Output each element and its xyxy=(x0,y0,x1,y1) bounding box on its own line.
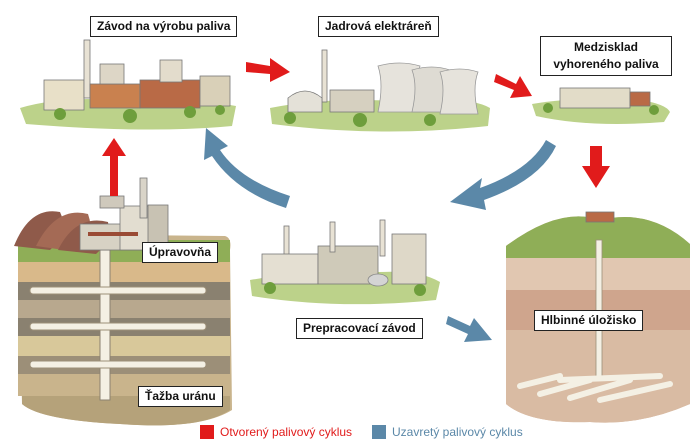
closed-cycle-arrow-reprocessing-to-fuel-plant xyxy=(204,128,290,208)
label-processing: Úpravovňa xyxy=(142,242,219,263)
nuclear-plant-illustration xyxy=(270,49,490,132)
label-fuel-plant: Závod na výrobu paliva xyxy=(90,16,238,37)
legend-closed-swatch xyxy=(372,425,386,439)
label-interim-storage: Medzisklad vyhoreného paliva xyxy=(540,36,672,76)
open-cycle-arrow-storage-to-repository xyxy=(582,146,610,188)
uranium-mine-illustration xyxy=(14,177,232,426)
legend-open-swatch xyxy=(200,425,214,439)
interim-storage-illustration xyxy=(532,87,670,124)
closed-cycle-arrow-reprocessing-to-repository xyxy=(446,316,492,342)
label-repository: Hlbinné úložisko xyxy=(534,310,644,331)
label-reprocessing: Prepracovací závod xyxy=(296,318,423,339)
closed-cycle-arrow-storage-to-reprocessing xyxy=(450,140,556,210)
reprocessing-plant-illustration xyxy=(250,219,440,305)
open-cycle-arrow-mine-to-fuel-plant xyxy=(102,138,126,196)
open-cycle-arrow-fuel-plant-to-reactor xyxy=(246,58,290,82)
label-nuclear-plant: Jadrová elektráreň xyxy=(318,16,439,37)
label-mining: Ťažba uránu xyxy=(138,386,223,407)
fuel-plant-illustration xyxy=(20,39,236,130)
legend-closed-label: Uzavretý palivový cyklus xyxy=(392,425,523,439)
open-cycle-arrow-reactor-to-storage xyxy=(494,74,532,98)
legend-open-label: Otvorený palivový cyklus xyxy=(220,425,353,439)
